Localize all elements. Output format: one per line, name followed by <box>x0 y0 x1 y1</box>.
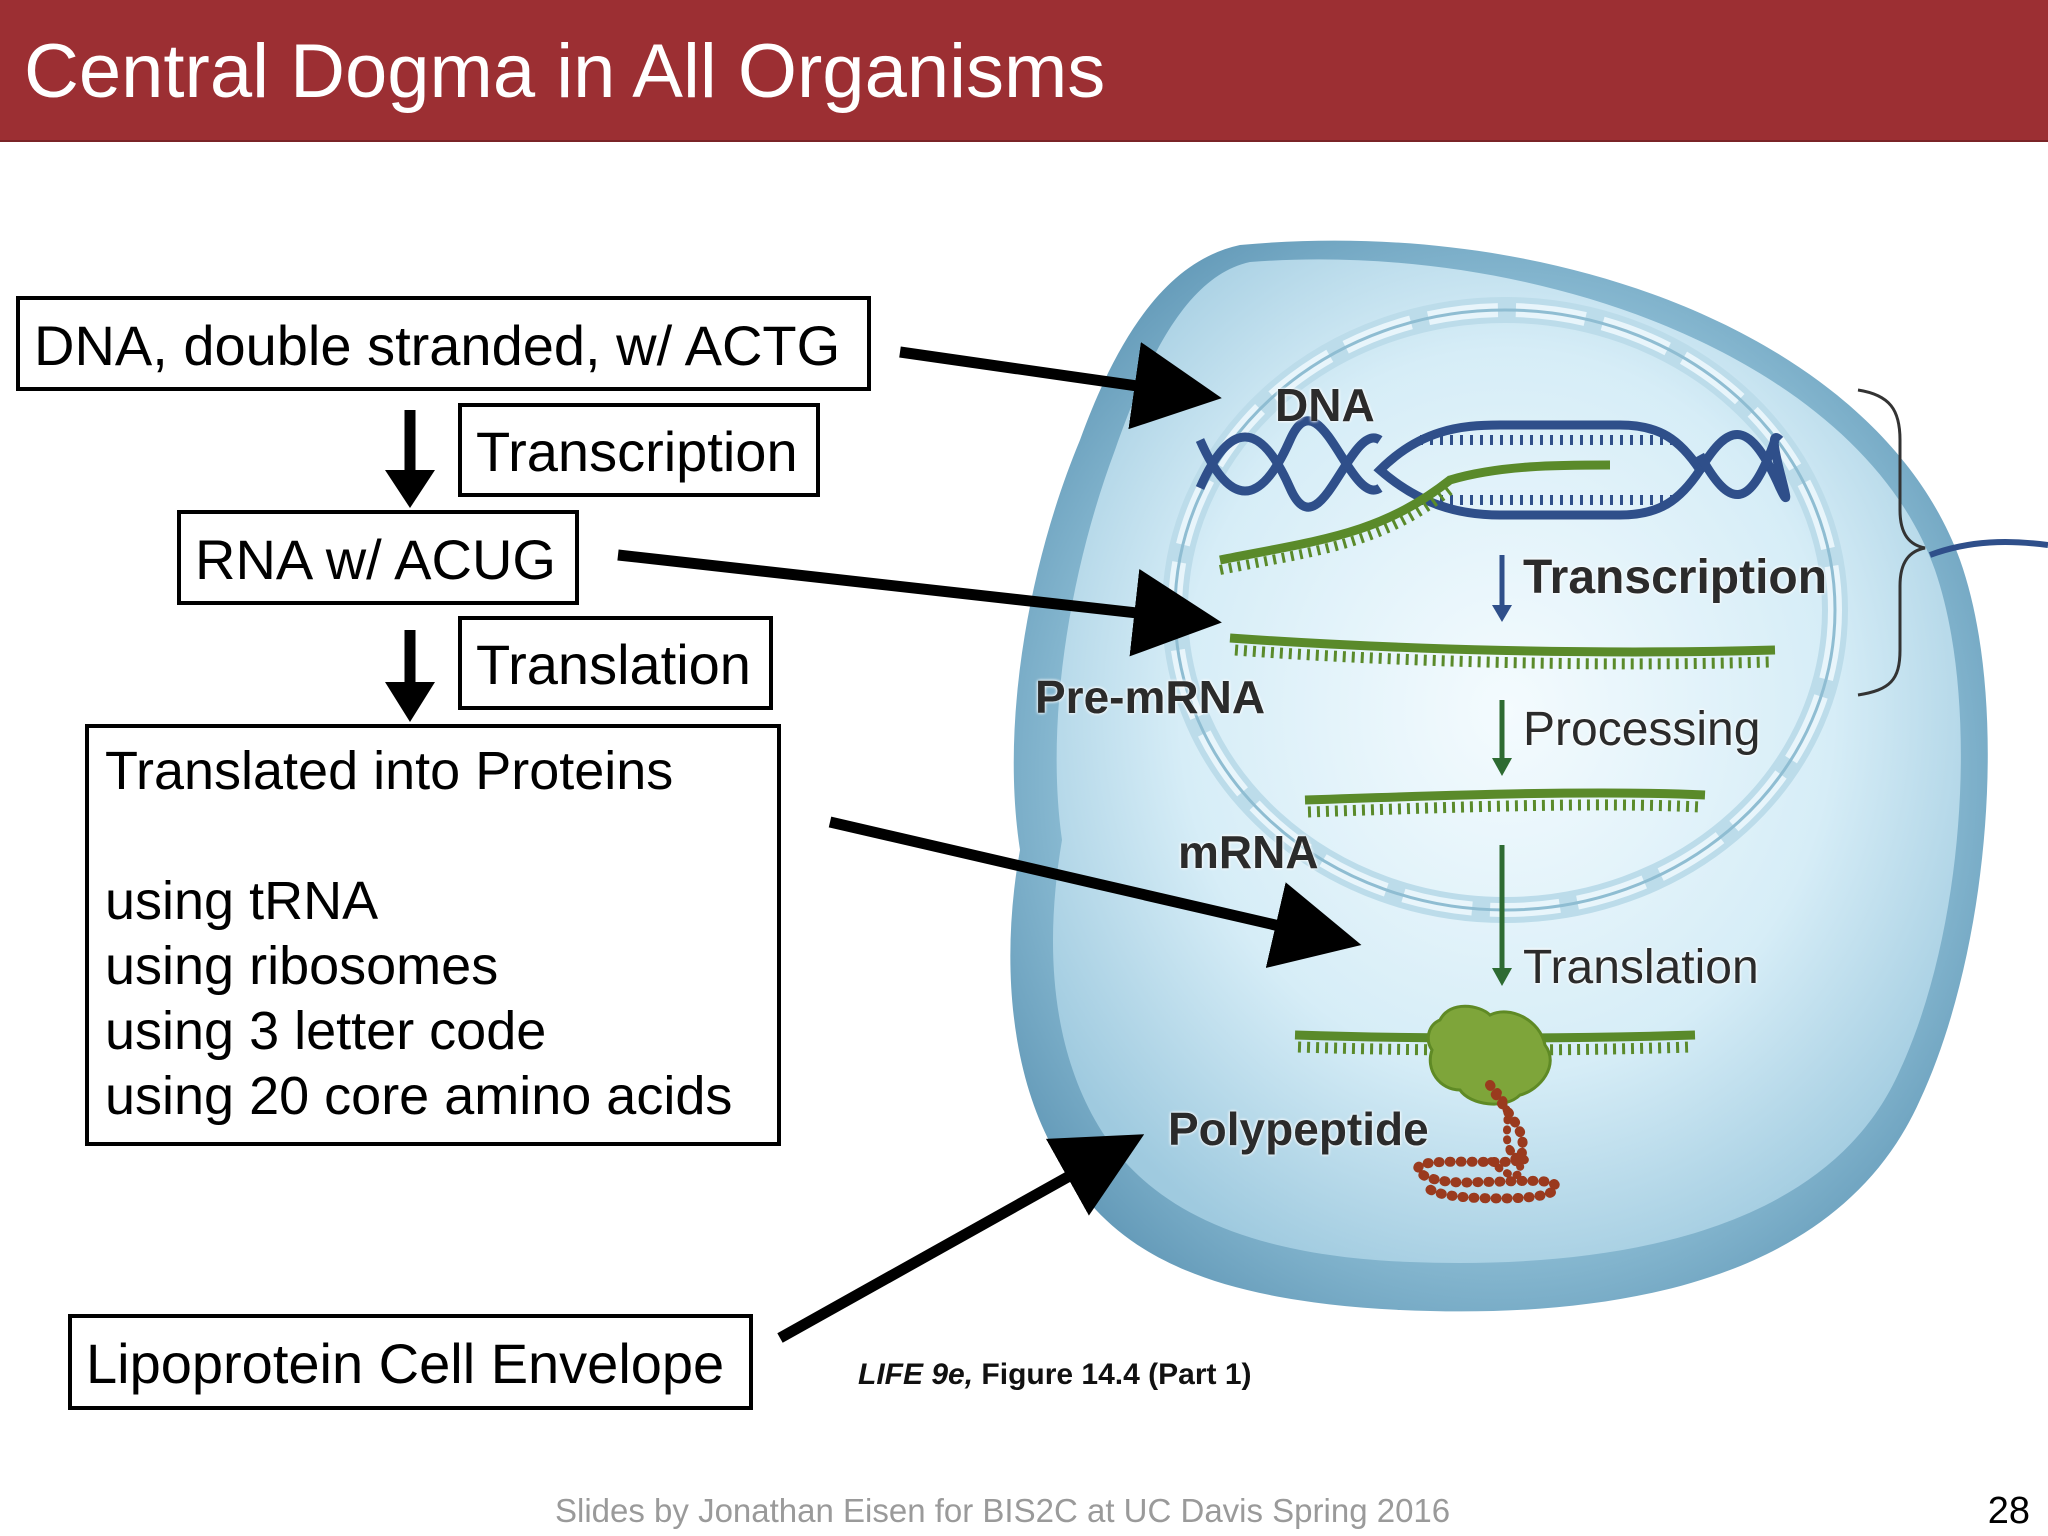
proteins-detail: using ribosomes <box>105 936 499 996</box>
transcription-box-label: Transcription <box>476 420 798 483</box>
arrow-rna-to-figure <box>617 549 1222 657</box>
arrow-dna-to-figure <box>899 342 1222 430</box>
polypeptide-chain <box>1413 1080 1561 1204</box>
slide-title: Central Dogma in All Organisms <box>24 29 1106 114</box>
proteins-box-title: Translated into Proteins <box>105 741 674 801</box>
caption-figure: Figure 14.4 (Part 1) <box>981 1358 1252 1391</box>
translation-box: Translation <box>458 616 773 710</box>
envelope-box: Lipoprotein Cell Envelope <box>68 1314 753 1410</box>
dna-box: DNA, double stranded, w/ ACTG <box>16 296 871 391</box>
figure-label-dna: DNA <box>1275 379 1375 431</box>
callout-curve <box>1928 539 2048 558</box>
transcription-brace <box>1857 388 1926 697</box>
caption-book: LIFE <box>858 1358 923 1391</box>
arrow-proteins-to-figure <box>828 816 1362 968</box>
figure-step-translation: Translation <box>1523 941 1759 994</box>
figure-step-transcription: Transcription <box>1523 551 1828 604</box>
arrow-envelope-to-figure <box>777 1134 1145 1343</box>
dna-box-label: DNA, double stranded, w/ ACTG <box>34 314 841 377</box>
page-number: 28 <box>1987 1490 2030 1532</box>
mrna-strand <box>1304 788 1706 805</box>
proteins-detail: using 3 letter code <box>105 1001 547 1061</box>
figure-step-processing: Processing <box>1523 703 1761 756</box>
translation-box-label: Translation <box>476 633 751 696</box>
dna-helix <box>1195 416 1791 520</box>
envelope-box-label: Lipoprotein Cell Envelope <box>86 1332 725 1395</box>
transcription-box: Transcription <box>458 403 820 497</box>
title-bar: Central Dogma in All Organisms <box>0 0 2048 142</box>
nascent-rna <box>1219 460 1611 565</box>
rna-box-label: RNA w/ ACUG <box>195 528 556 591</box>
figure-caption: LIFE 9e, Figure 14.4 (Part 1) <box>858 1358 1252 1392</box>
proteins-detail: using 20 core amino acids <box>105 1066 733 1126</box>
pre-mrna-strand <box>1229 633 1776 657</box>
proteins-detail: using tRNA <box>105 871 379 931</box>
proteins-box: Translated into Proteins using tRNA usin… <box>85 724 781 1146</box>
figure-label-pre-mrna: Pre-mRNA <box>1035 671 1266 723</box>
figure-label-polypeptide: Polypeptide <box>1168 1103 1429 1155</box>
slide-footer: Slides by Jonathan Eisen for BIS2C at UC… <box>555 1492 1451 1529</box>
rna-box: RNA w/ ACUG <box>177 510 579 605</box>
caption-edition: 9e, <box>931 1358 974 1391</box>
ribosome <box>1426 1004 1552 1106</box>
figure-label-mrna: mRNA <box>1178 826 1319 878</box>
